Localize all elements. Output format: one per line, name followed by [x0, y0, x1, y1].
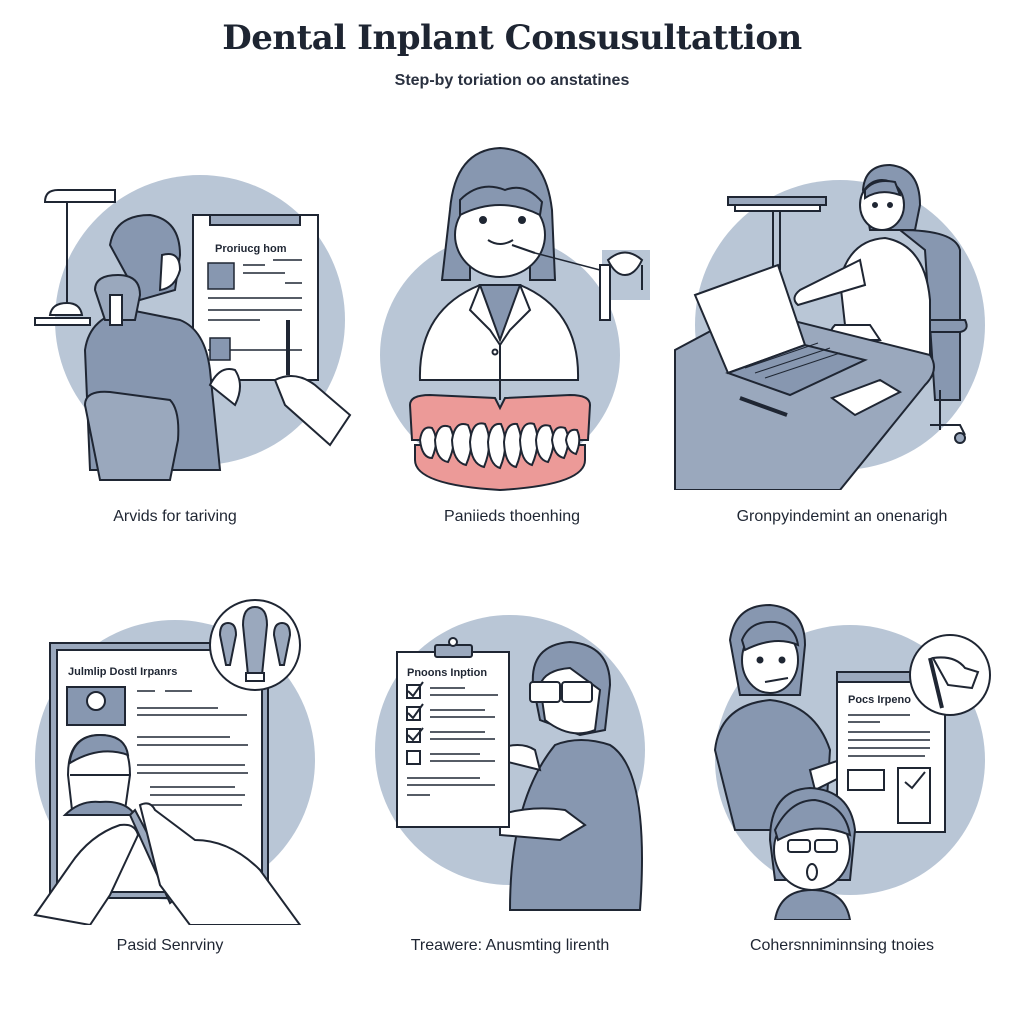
step-caption-1: Arvids for tariving — [113, 508, 237, 525]
svg-text:Julmlip Dostl Irpanrs: Julmlip Dostl Irpanrs — [68, 666, 177, 678]
step-caption-6: Cohersnniminnsing tnoies — [749, 937, 935, 954]
step-caption-2: Paniieds thoenhing — [443, 508, 581, 525]
step-panel-5: Pnoons Inption — [370, 610, 700, 960]
clipboard-icon: Pnoons Inption — [396, 637, 510, 828]
lamp-icon — [34, 189, 116, 326]
document-icon: Proriucg hom — [192, 214, 319, 381]
step-panel-1: Proriucg hom — [30, 170, 360, 520]
svg-text:Pocs Irpeno: Pocs Irpeno — [848, 694, 911, 706]
laptop-icon — [693, 263, 868, 397]
dental-tool-inset-icon — [909, 634, 991, 716]
step-panel-2 — [370, 140, 700, 492]
dentist-and-patient-illustration: Pocs Irpeno — [713, 603, 991, 920]
checklist-review-illustration: Pnoons Inption — [375, 615, 645, 911]
patient-reviewing-form-illustration: Proriucg hom — [34, 175, 352, 481]
step-caption-4: Pasid Senrviny — [116, 937, 224, 954]
page-title: Dental Inplant Consusultattion — [222, 18, 802, 58]
dentist-with-dentures-illustration — [380, 146, 650, 492]
page-subtitle: Step-by toriation oo anstatines — [394, 72, 630, 89]
step-caption-3: Gronpyindemint an onenarigh — [736, 508, 948, 525]
checkbox-checked — [406, 728, 421, 743]
staff-at-laptop-illustration — [674, 163, 985, 490]
card-icon — [829, 378, 903, 417]
checkbox-checked — [406, 706, 421, 721]
step-caption-5: Treawere: Anusmting lirenth — [410, 937, 610, 954]
signing-document-illustration: Julmlip Dostl Irpanrs — [33, 599, 315, 925]
step-panel-3 — [670, 160, 1000, 510]
checkbox-unchecked — [406, 750, 421, 765]
denture-model-icon — [408, 393, 592, 492]
implant-inset-icon — [209, 599, 301, 691]
svg-text:Pnoons Inption: Pnoons Inption — [407, 667, 487, 679]
svg-text:Proriucg hom: Proriucg hom — [215, 243, 287, 255]
step-panel-6: Pocs Irpeno — [700, 600, 1024, 950]
step-panel-4: Julmlip Dostl Irpanrs — [30, 595, 360, 945]
checkbox-checked — [406, 684, 421, 699]
implant-model-icon — [599, 250, 650, 321]
